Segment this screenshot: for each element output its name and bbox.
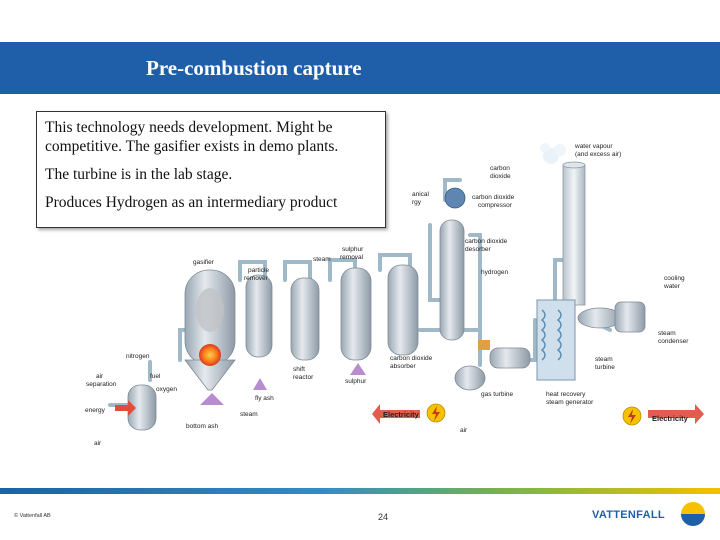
label-hrsg-2: steam generator [546, 399, 594, 406]
bolt-icon [426, 403, 642, 426]
label-carbon-dioxide: carbon [490, 165, 510, 172]
page-number: 24 [378, 512, 389, 522]
brand-name: VATTENFALL [592, 509, 665, 521]
label-steam-turbine: steam [595, 356, 613, 363]
label-electricity-left: Electricity [383, 410, 420, 419]
label-co2-desorber-2: desorber [465, 246, 491, 253]
vessels [245, 187, 466, 361]
slide-title: Pre-combustion capture [146, 56, 362, 80]
gasifier [184, 269, 236, 391]
label-sulphur-removal: sulphur [342, 246, 364, 253]
label-hrsg: heat recovery [546, 391, 586, 398]
label-steam-bottom: steam [240, 411, 258, 418]
label-cooling-water-2: water [663, 283, 681, 290]
label-carbon-dioxide-2: dioxide [490, 173, 511, 180]
label-gasifier: gasifier [193, 259, 215, 266]
note-line-3: Produces Hydrogen as an intermediary pro… [45, 194, 338, 211]
label-co2-absorber: carbon dioxide [390, 355, 433, 362]
label-co2-desorber: carbon dioxide [465, 238, 508, 245]
note-line-2: The turbine is in the lab stage. [45, 166, 233, 183]
note-line-1: This technology needs development. Might… [45, 119, 339, 155]
copyright: © Vattenfall AB [14, 513, 51, 519]
process-diagram: water vapour (and excess air) carbon dio… [85, 143, 704, 447]
label-mechanical-energy: anical [412, 191, 430, 198]
label-air-separation: air [96, 373, 104, 380]
label-air-left: air [94, 440, 102, 447]
label-cooling-water: cooling [664, 275, 685, 282]
label-shift-reactor: shift [293, 366, 305, 373]
label-shift-reactor-2: reactor [293, 374, 314, 381]
label-fuel: fuel [150, 373, 161, 380]
label-electricity-right: Electricity [652, 414, 689, 423]
red-arrows [115, 400, 704, 424]
label-particle-remover-2: remover [244, 275, 269, 282]
label-co2-compressor: carbon dioxide [472, 194, 515, 201]
label-mechanical-energy-2: rgy [412, 199, 422, 206]
label-oxygen: oxygen [156, 386, 177, 393]
label-gas-turbine: gas turbine [481, 391, 514, 398]
label-nitrogen: nitrogen [126, 353, 150, 360]
label-water-vapour: water vapour [574, 143, 613, 150]
steam-turbine [577, 301, 646, 333]
title-bar [0, 42, 720, 94]
gas-turbine [454, 340, 531, 391]
label-water-vapour-2: (and excess air) [575, 151, 621, 158]
label-bottom-ash: bottom ash [186, 423, 219, 430]
footer-bar [0, 488, 720, 494]
label-particle-remover: particle [248, 267, 269, 274]
label-hydrogen: hydrogen [481, 269, 508, 276]
label-air-separation-2: separation [86, 381, 117, 388]
label-steam-condenser-2: condenser [658, 338, 689, 345]
label-fly-ash: fly ash [255, 395, 274, 402]
vattenfall-logo-icon [681, 502, 705, 526]
label-co2-absorber-2: absorber [390, 363, 416, 370]
heat-recovery-steam-generator [536, 299, 576, 381]
output-piles [200, 363, 366, 405]
label-steam-turbine-2: turbine [595, 364, 615, 371]
label-sulphur-removal-2: removal [340, 254, 364, 261]
label-steam-condenser: steam [658, 330, 676, 337]
label-air-bottom: air [460, 427, 468, 434]
label-energy: energy [85, 407, 106, 414]
label-co2-compressor-2: compressor [478, 202, 513, 209]
stack [540, 143, 586, 306]
label-sulphur: sulphur [345, 378, 367, 385]
note-box: This technology needs development. Might… [36, 111, 386, 228]
label-steam-top: steam [313, 256, 331, 263]
